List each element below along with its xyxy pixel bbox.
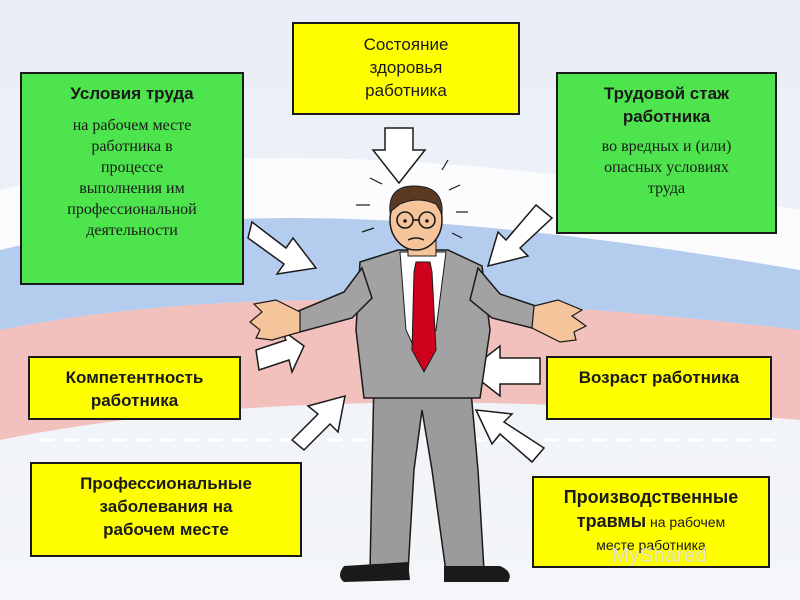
work-experience-subtitle: во вредных и (или) опасных условиях труд… <box>558 136 775 199</box>
age-box: Возраст работника <box>546 356 772 420</box>
work-injuries-title: Производственные <box>534 486 768 509</box>
work-injuries-line2: травмы на рабочем <box>534 509 768 534</box>
age-title: Возраст работника <box>548 366 770 389</box>
right-hand <box>532 300 586 342</box>
watermark: MyShared <box>612 545 707 568</box>
diseases-title-suffix: на <box>208 497 232 516</box>
health-state-box: Состояние здоровья работника <box>292 22 520 115</box>
work-injuries-rest: на рабочем <box>646 514 725 530</box>
arrow-work-conditions <box>248 222 316 274</box>
arrow-traumas <box>476 410 544 462</box>
competence-title: Компетентность работника <box>30 366 239 412</box>
competence-box: Компетентность работника <box>28 356 241 420</box>
trousers <box>370 380 484 572</box>
right-shoe <box>444 566 510 582</box>
occupational-diseases-title: Профессиональные заболевания на рабочем … <box>32 472 300 541</box>
work-experience-box: Трудовой стаж работника во вредных и (ил… <box>556 72 777 234</box>
work-conditions-box: Условия труда на рабочем месте работника… <box>20 72 244 285</box>
left-shoe <box>340 562 410 582</box>
arrow-diseases <box>292 396 345 450</box>
diseases-title-line3: рабочем месте <box>103 520 229 539</box>
arrow-experience <box>488 205 552 266</box>
tie <box>412 262 436 372</box>
occupational-diseases-box: Профессиональные заболевания на рабочем … <box>30 462 302 557</box>
left-hand <box>250 300 300 340</box>
work-conditions-subtitle: на рабочем месте работника в процессе вы… <box>22 115 242 241</box>
work-conditions-title: Условия труда <box>22 82 242 105</box>
arrow-health <box>373 128 425 183</box>
health-state-title: Состояние здоровья работника <box>294 33 518 102</box>
work-experience-title: Трудовой стаж работника <box>558 82 775 128</box>
work-injuries-bold: травмы <box>577 511 646 531</box>
